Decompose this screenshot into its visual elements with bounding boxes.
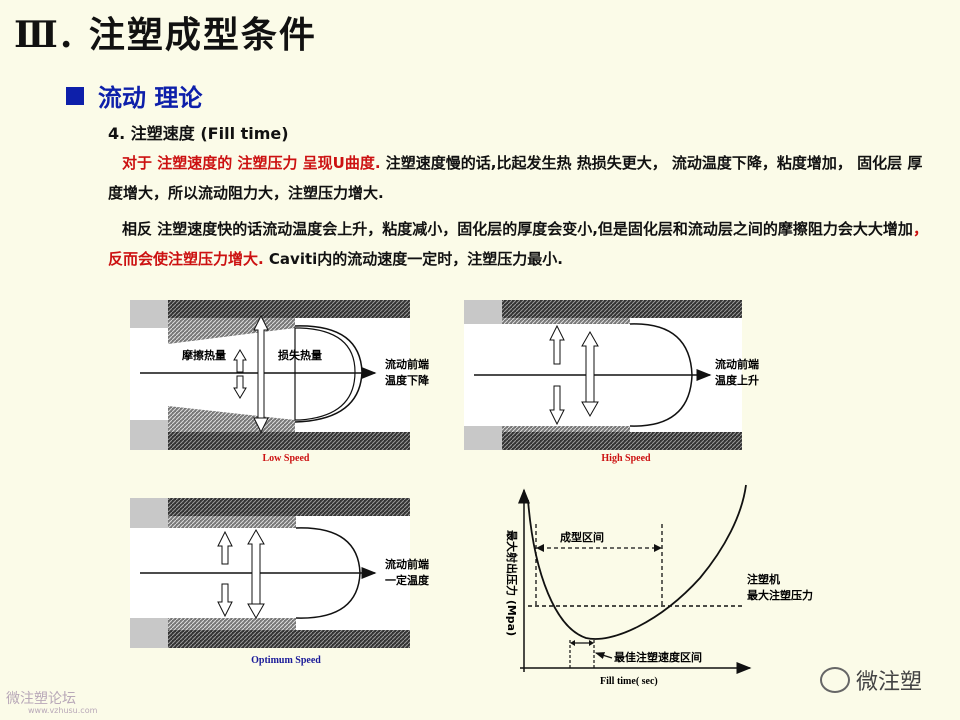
watermark-right: 微注塑 xyxy=(820,664,922,696)
optimum-front-label-1: 流动前端 xyxy=(385,557,429,571)
optimum-front-label-2: 一定温度 xyxy=(385,573,430,587)
optimum-double-arrow-icon xyxy=(247,528,265,605)
low-label-friction-heat: 摩擦热量 xyxy=(182,348,226,362)
low-heat-loss-arrow-head-icon xyxy=(253,417,269,434)
para1-highlight: 对于 注塑速度的 注塑压力 呈现U曲度. xyxy=(122,154,381,172)
low-front-label-1: 流动前端 xyxy=(385,357,429,371)
wechat-icon xyxy=(820,667,850,693)
optimum-gate-bottom xyxy=(130,618,168,648)
low-updown-arrow-icon xyxy=(233,349,247,373)
low-front-label-2: 温度下降 xyxy=(385,373,430,387)
optimum-caption: Optimum Speed xyxy=(251,655,321,666)
para2-highlight: ，反而会使注塑压力增大. xyxy=(108,220,928,268)
chart-pressure-curve xyxy=(527,484,747,640)
pressure-chart: 成型区间 注塑机 最大注塑压力 最佳注塑速度区间 Fill time( sec)… xyxy=(505,484,813,687)
low-bottom-wall xyxy=(168,432,410,450)
optimum-bottom-frozen-layer xyxy=(168,618,296,630)
high-bottom-frozen-layer xyxy=(502,426,630,432)
chart-x-label: Fill time( sec) xyxy=(600,676,658,687)
section-heading: 流动 理论 xyxy=(66,78,202,113)
section-label: 流动 理论 xyxy=(98,84,203,112)
low-label-heat-loss: 损失热量 xyxy=(278,348,322,362)
low-melt-front xyxy=(294,327,356,421)
para2-text-1: 相反 注塑速度快的话流动温度会上升，粘度减小，固化层的厚度会变小,但是固化层和流… xyxy=(122,220,913,238)
high-double-arrow-head-icon xyxy=(581,401,599,418)
high-arrow-up-icon xyxy=(549,324,565,365)
high-front-label-2: 温度上升 xyxy=(715,373,759,387)
low-caption: Low Speed xyxy=(263,453,310,464)
high-speed-diagram: 流动前端 温度上升 High Speed xyxy=(464,300,759,464)
optimum-top-frozen-layer xyxy=(168,516,296,528)
high-bottom-wall xyxy=(502,432,742,450)
chart-optimum-pointer xyxy=(594,652,613,659)
watermark-right-text: 微注塑 xyxy=(856,670,923,695)
high-double-arrow-icon xyxy=(581,330,599,403)
high-gate-bottom xyxy=(464,426,502,450)
low-gate-top xyxy=(130,300,168,328)
square-bullet-icon xyxy=(66,86,84,105)
optimum-top-wall xyxy=(168,498,410,516)
chart-annotation-machine: 注塑机 xyxy=(747,572,780,586)
watermark-left: 微注塑论坛 www.vzhusu.com xyxy=(6,688,97,715)
para1-text: 注塑速度慢的话,比起发生热 热损失更大， 流动温度下降，粘度增加， 固化层 厚度… xyxy=(108,154,923,202)
optimum-arrow-down-icon xyxy=(217,583,233,618)
low-updown-arrow-icon-2 xyxy=(233,375,247,399)
chart-annotation-max-pressure: 最大注塑压力 xyxy=(747,588,813,602)
para2-text-2: Caviti内的流动速度一定时，注塑压力最小. xyxy=(263,250,563,268)
chart-y-label: 最大射出压力 (Mpa) xyxy=(505,530,519,636)
high-caption: High Speed xyxy=(601,453,651,464)
optimum-double-arrow-head-icon xyxy=(247,603,265,620)
high-front-label-1: 流动前端 xyxy=(715,357,759,371)
low-top-wall xyxy=(168,300,410,318)
watermark-left-url: www.vzhusu.com xyxy=(28,706,98,715)
chart-optimum-arrowheads xyxy=(570,640,594,646)
optimum-arrow-up-icon xyxy=(217,530,233,565)
low-gate-bottom xyxy=(130,420,168,450)
high-top-frozen-layer xyxy=(502,318,630,324)
high-top-wall xyxy=(502,300,742,318)
high-arrow-down-icon xyxy=(549,385,565,426)
watermark-left-text: 微注塑论坛 xyxy=(6,691,76,707)
high-gate-top xyxy=(464,300,502,324)
chart-annotation-optimum: 最佳注塑速度区间 xyxy=(614,650,702,664)
paragraph-1: 对于 注塑速度的 注塑压力 呈现U曲度. 注塑速度慢的话,比起发生热 热损失更大… xyxy=(108,148,928,208)
low-speed-diagram: 摩擦热量 损失热量 流动前端 温度下降 Low Speed xyxy=(130,300,430,464)
optimum-bottom-wall xyxy=(168,630,410,648)
low-heat-loss-arrow-icon xyxy=(253,314,269,421)
optimum-speed-diagram: 流动前端 一定温度 Optimum Speed xyxy=(130,498,430,666)
paragraph-2: 相反 注塑速度快的话流动温度会上升，粘度减小，固化层的厚度会变小,但是固化层和流… xyxy=(108,214,928,274)
optimum-gate-top xyxy=(130,498,168,528)
subheading: 4. 注塑速度 (Fill time) xyxy=(108,124,289,143)
chart-annotation-molding-range: 成型区间 xyxy=(560,530,604,544)
slide-title: Ⅲ. 注塑成型条件 xyxy=(14,14,317,56)
